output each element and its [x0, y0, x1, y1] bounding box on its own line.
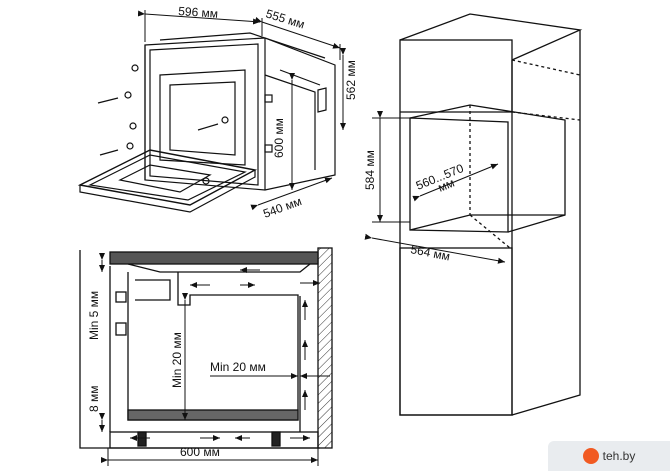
oven-dimension-lines	[137, 10, 346, 211]
teh-logo-icon	[582, 448, 599, 464]
body-depth-label: 540 мм	[261, 194, 303, 221]
oven-width-label: 596 мм	[178, 4, 219, 21]
niche-height-label: 584 мм	[363, 150, 377, 190]
airflow-arrows	[130, 267, 320, 441]
section-view	[79, 247, 333, 449]
min20-horizontal-label: Min 20 мм	[210, 360, 266, 374]
oven-isometric	[77, 32, 336, 213]
front-height-label: 600 мм	[272, 118, 286, 158]
min5-label: Min 5 мм	[87, 291, 101, 340]
niche-depth-label: 564 мм	[409, 242, 451, 263]
cabinet-width-label: 600 мм	[180, 445, 220, 459]
gap8-label: 8 мм	[87, 385, 101, 412]
watermark: teh.by	[548, 441, 670, 471]
oven-height-label: 562 мм	[344, 60, 358, 100]
watermark-text: teh.by	[602, 449, 636, 463]
cabinet-dimension-lines	[364, 111, 506, 264]
oven-depth-label: 555 мм	[264, 6, 306, 31]
niche-width-unit: мм	[436, 176, 457, 195]
min20-vertical-label: Min 20 мм	[170, 332, 184, 388]
tall-cabinet	[399, 13, 583, 416]
section-dimension-lines	[99, 253, 330, 466]
